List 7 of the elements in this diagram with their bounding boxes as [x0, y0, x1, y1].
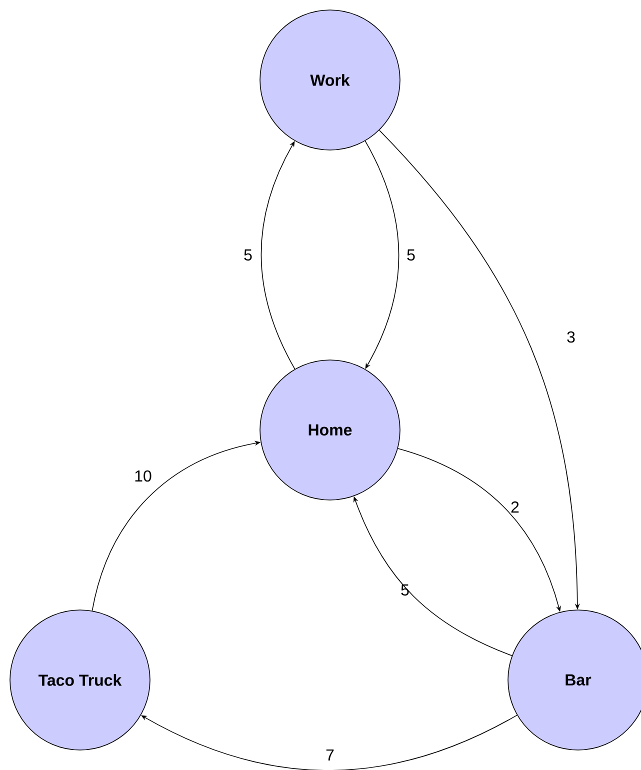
- edge-label: 2: [511, 501, 519, 513]
- edge-label: 5: [407, 249, 415, 261]
- edge-label: 3: [567, 331, 575, 343]
- edge-label: 5: [244, 249, 252, 261]
- edge-label: 7: [326, 750, 334, 760]
- edge-label: 10: [135, 470, 152, 482]
- edge-label: 5: [401, 584, 409, 596]
